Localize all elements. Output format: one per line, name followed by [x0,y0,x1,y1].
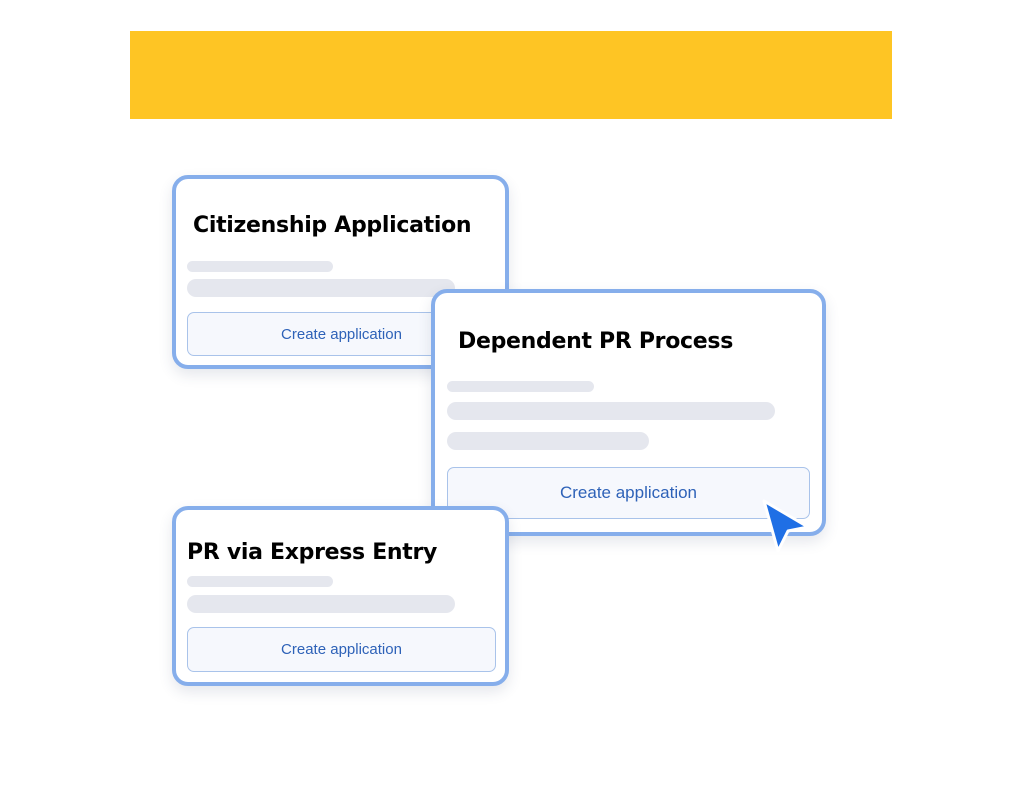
yellow-banner [130,31,892,119]
placeholder-bar [447,432,649,450]
application-card-express-entry: PR via Express Entry Create application [172,506,509,686]
create-application-button[interactable]: Create application [447,467,810,519]
application-card-dependent-pr: Dependent PR Process Create application [431,289,826,536]
card-title: Citizenship Application [193,213,472,238]
card-title: Dependent PR Process [458,329,733,354]
pointer-arrow-icon [762,499,810,553]
application-card-citizenship: Citizenship Application Create applicati… [172,175,509,369]
card-title: PR via Express Entry [187,540,438,565]
placeholder-bar [447,402,775,420]
placeholder-bar [187,261,333,272]
placeholder-bar [187,595,455,613]
placeholder-bar [187,576,333,587]
create-application-button[interactable]: Create application [187,627,496,672]
placeholder-bar [187,279,455,297]
placeholder-bar [447,381,594,392]
